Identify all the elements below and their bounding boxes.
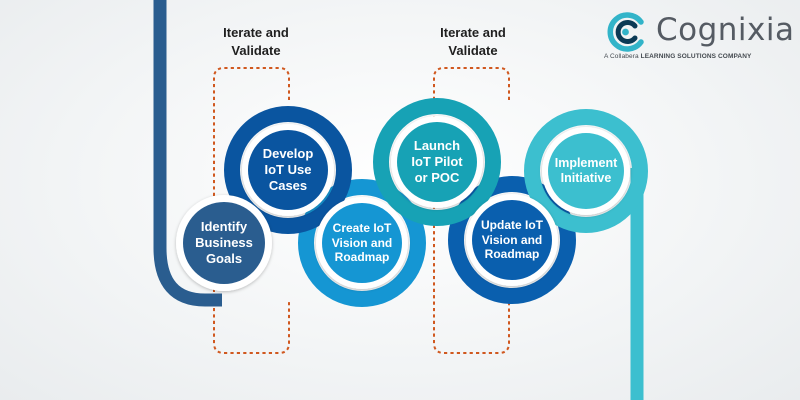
step-label-identify-business-goals: Identify Business Goals: [195, 219, 253, 266]
ring-step-3: [298, 179, 426, 307]
brand-name: Cognixia: [656, 12, 795, 48]
cognixia-logo-mark-icon: [607, 12, 644, 52]
iterate-loop-left: [213, 67, 290, 354]
node-step-3: [322, 203, 402, 283]
node-step-5: [472, 200, 552, 280]
iterate-label-left: Iterate and Validate: [223, 25, 289, 58]
iterate-loop-right: [433, 67, 510, 354]
node-step-1: [183, 202, 265, 284]
step-label-implement-initiative: Implement Initiative: [554, 155, 618, 185]
cognixia-logo[interactable]: Cognixia A Collabera LEARNING SOLUTIONS …: [604, 12, 794, 68]
entry-line: [153, 0, 222, 307]
brand-tagline-prefix: A Collabera: [604, 53, 641, 60]
node-step-4: [397, 122, 477, 202]
ring-step-2: [224, 106, 352, 234]
step-label-update-iot-vision-roadmap: Update IoT Vision and Roadmap: [481, 218, 543, 262]
brand-tagline: A Collabera LEARNING SOLUTIONS COMPANY: [604, 53, 751, 60]
iterate-label-right: Iterate and Validate: [440, 25, 506, 58]
step-label-launch-iot-pilot: Launch IoT Pilot or POC: [411, 138, 463, 185]
node-step-6: [548, 133, 624, 209]
brand-tagline-bold: LEARNING SOLUTIONS COMPANY: [640, 53, 752, 60]
step-label-create-iot-vision-roadmap: Create IoT Vision and Roadmap: [331, 221, 393, 265]
node-step-2: [248, 130, 328, 210]
ring-step-4: [373, 98, 501, 226]
ring-step-5: [448, 176, 576, 304]
ring-step-6: [524, 109, 648, 233]
step-label-develop-iot-use-cases: Develop IoT Use Cases: [262, 146, 314, 193]
